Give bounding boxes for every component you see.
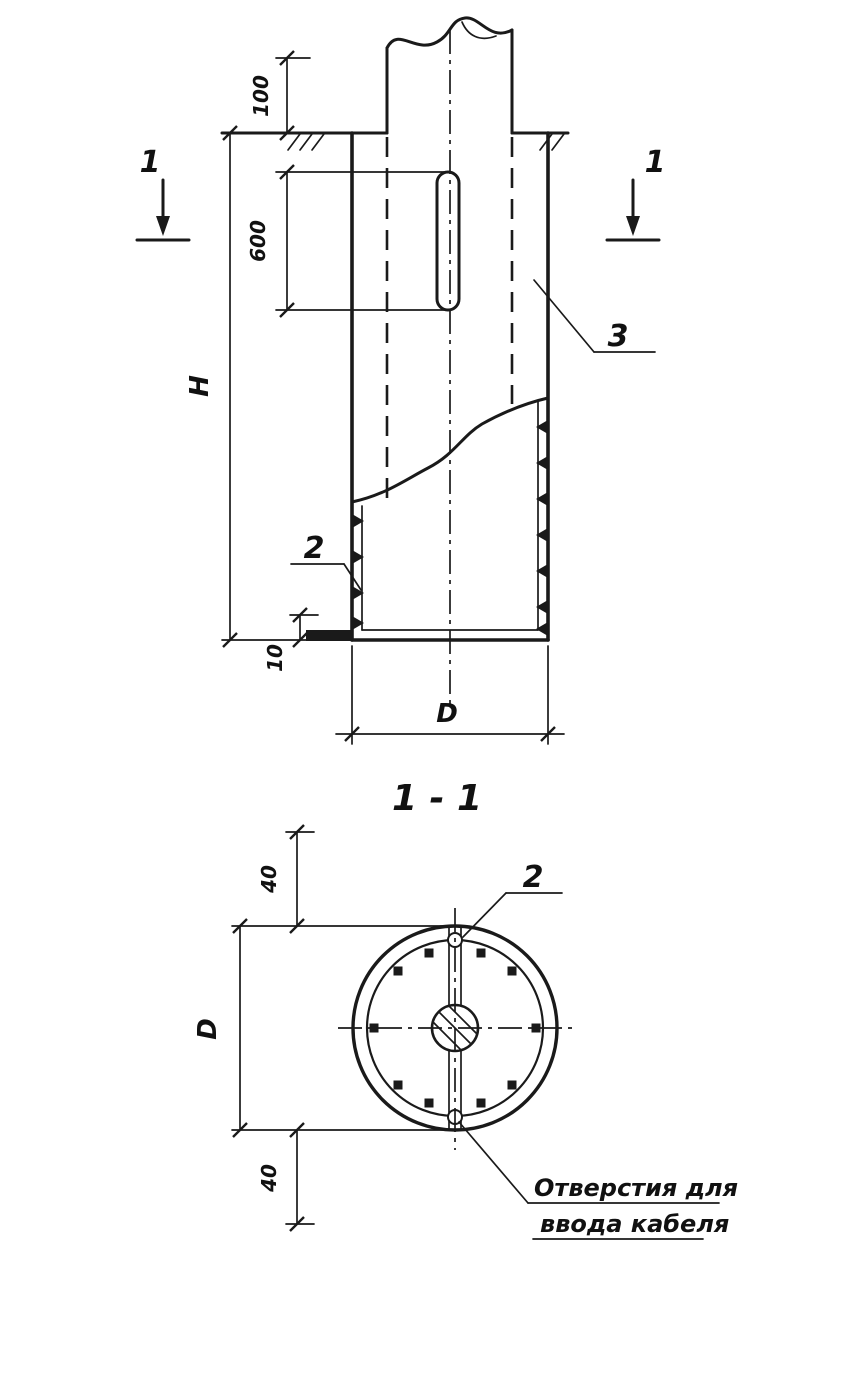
- pole-top-break: [385, 16, 514, 135]
- dim-label-40-top: 40: [257, 865, 281, 894]
- section-marker-right: 1: [605, 145, 666, 242]
- callout-2-section: 2: [462, 860, 563, 938]
- dim-label-10: 10: [263, 644, 287, 672]
- dimension-D-elevation: D: [335, 645, 565, 745]
- dim-label-40-bottom: 40: [257, 1164, 281, 1193]
- callout-2-elevation: 2: [290, 531, 362, 591]
- section-title: 1 - 1: [392, 778, 482, 819]
- section-marker-left: 1: [135, 145, 191, 242]
- dim-label-600: 600: [246, 220, 270, 262]
- dimension-600: 600: [246, 164, 446, 318]
- callout-3: 3: [533, 279, 656, 354]
- callout-2-section-label: 2: [523, 860, 544, 895]
- callout-3-label: 3: [608, 319, 629, 354]
- section-marker-right-label: 1: [645, 145, 666, 180]
- dim-label-H: H: [185, 375, 215, 397]
- dimension-40-bottom: 40: [257, 1122, 315, 1232]
- dim-label-D-elevation: D: [436, 699, 458, 729]
- ground-line: [220, 131, 570, 151]
- note-line1: Отверстия для: [534, 1174, 738, 1202]
- casing-interior: [306, 401, 548, 641]
- dimension-H: H: [185, 125, 353, 648]
- dimension-40-top: 40: [257, 824, 315, 934]
- dimension-100: 100: [249, 50, 311, 141]
- break-wave: [350, 396, 550, 504]
- dim-label-100: 100: [249, 75, 273, 117]
- dimension-10: 10: [263, 607, 319, 672]
- dimension-D-section: D: [193, 918, 449, 1138]
- callout-2-elevation-label: 2: [304, 531, 325, 566]
- note-line2: ввода кабеля: [540, 1210, 729, 1238]
- rebar-dots: [369, 948, 541, 1108]
- cable-entry-note: Отверстия для ввода кабеля: [458, 1121, 738, 1240]
- section-marker-left-label: 1: [140, 145, 161, 180]
- cable-slot: [435, 170, 461, 312]
- section-view: 40 D 40 2 Отве: [193, 824, 738, 1240]
- dim-label-D-section: D: [193, 1018, 223, 1040]
- hidden-pole-edges: [385, 137, 514, 498]
- elevation-view: 100 600 H 10: [135, 16, 666, 745]
